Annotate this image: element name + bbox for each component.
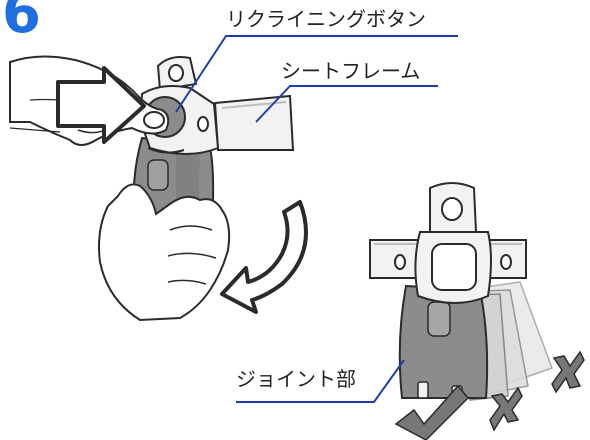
joint-part xyxy=(398,284,489,401)
joint-hub xyxy=(394,231,512,304)
recline-button-label: リクライニングボタン xyxy=(226,7,426,31)
joint-top-tab xyxy=(156,56,198,92)
leader-seat-frame xyxy=(255,85,438,123)
step-number: 6 xyxy=(2,0,41,46)
leader-joint xyxy=(236,359,405,403)
seat-frame-label: シートフレーム xyxy=(281,59,421,83)
push-arrow-icon xyxy=(56,66,146,144)
check-mark-icon xyxy=(394,384,470,440)
hand-gripping xyxy=(98,183,231,322)
leader-recline-button xyxy=(175,35,458,113)
rotate-arrow-icon xyxy=(220,200,308,314)
cross-mark-icon xyxy=(489,386,523,432)
cross-mark-icon xyxy=(551,350,585,394)
joint-top-tab-right xyxy=(429,182,478,233)
joint-label: ジョイント部 xyxy=(236,367,356,391)
button-housing xyxy=(138,85,220,155)
seat-frame-tube xyxy=(213,94,295,151)
leader-lines xyxy=(175,35,458,403)
